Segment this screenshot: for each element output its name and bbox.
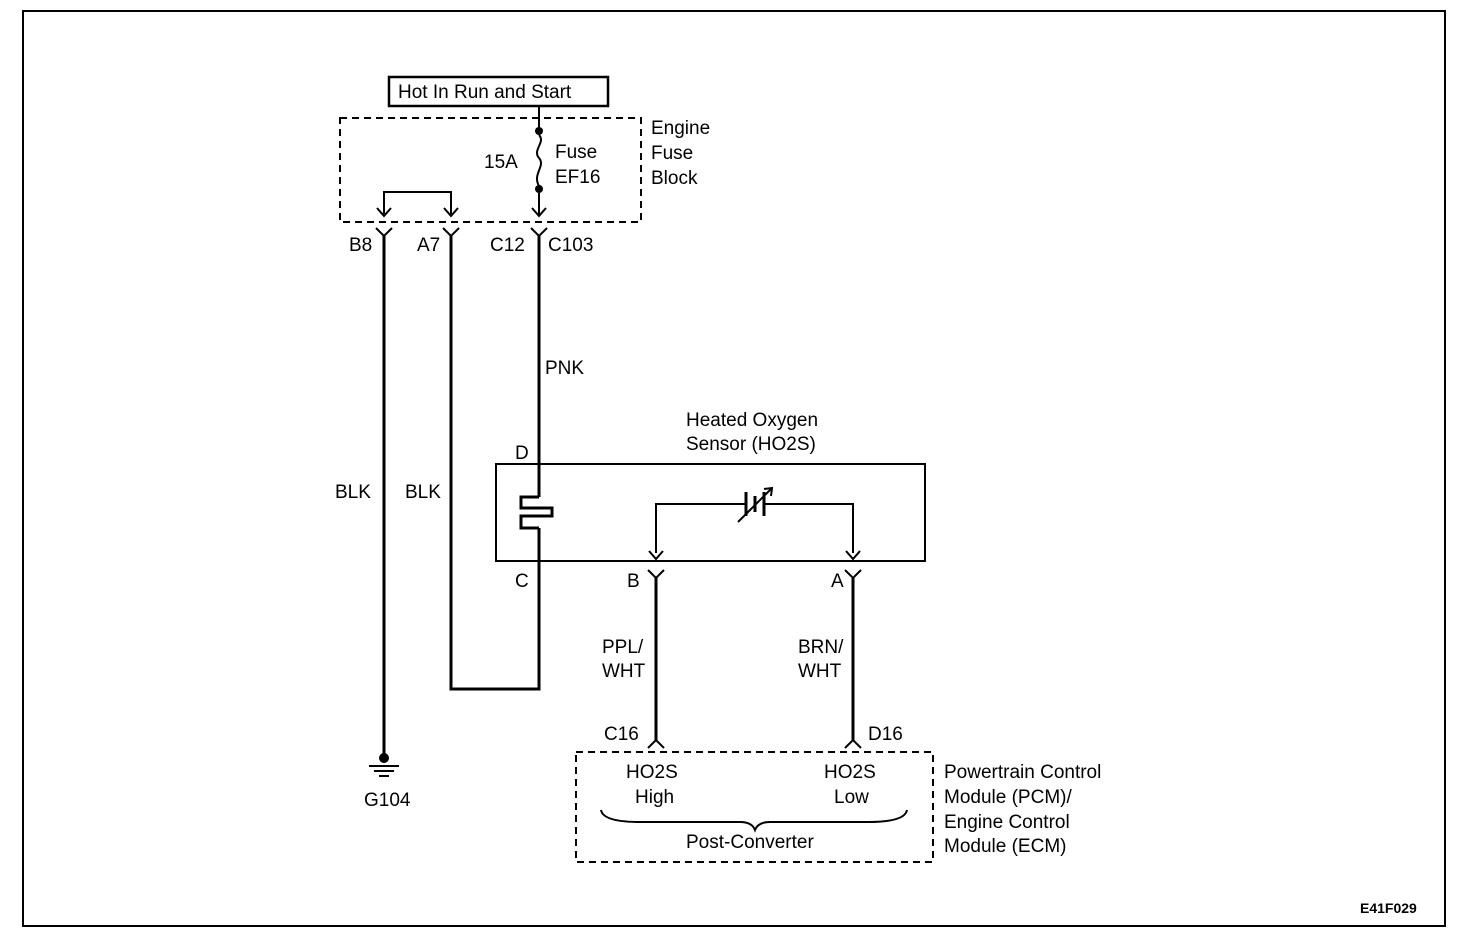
wire-color-label: BRN/ xyxy=(798,637,844,658)
heater-element-icon xyxy=(519,495,554,530)
connector-label: C xyxy=(515,571,529,592)
connector-label: B xyxy=(627,571,640,592)
connector-label: C16 xyxy=(604,724,639,745)
variable-cell-icon xyxy=(737,486,774,523)
sensor-terminal-arrows xyxy=(648,550,861,561)
module-name: Engine Control xyxy=(944,812,1070,833)
wire-color-label: PPL/ xyxy=(602,637,644,658)
fuse-block-name: Fuse xyxy=(651,143,693,164)
brace-icon xyxy=(600,809,908,833)
fuse-label: EF16 xyxy=(555,167,600,188)
figure-code: E41F029 xyxy=(1360,900,1417,916)
pcm-group-label: Post-Converter xyxy=(686,832,814,853)
power-source-box xyxy=(387,75,610,108)
ground-icon xyxy=(369,753,399,777)
connector-chevrons-pcm xyxy=(647,738,862,749)
module-name: Powertrain Control xyxy=(944,762,1101,783)
fuse-rating: 15A xyxy=(484,152,518,173)
module-name: Module (ECM) xyxy=(944,836,1066,857)
connector-label: A7 xyxy=(417,235,440,256)
power-source-label: Hot In Run and Start xyxy=(398,82,572,103)
connector-label: C12 xyxy=(490,235,525,256)
wire-color-label: PNK xyxy=(545,358,584,379)
connector-label: D xyxy=(515,443,529,464)
wire-color-label: WHT xyxy=(602,661,646,682)
sensor-name: Heated Oxygen xyxy=(686,410,818,431)
fuse-ef16 xyxy=(535,106,543,215)
wire-blk-heater-ground xyxy=(449,236,541,691)
pcm-input-label: High xyxy=(635,787,674,808)
fuse-block-jumper xyxy=(383,191,452,214)
ho2s-sensor-box xyxy=(495,463,926,562)
wire-color-label: BLK xyxy=(335,482,371,503)
pcm-input-label: HO2S xyxy=(824,762,876,783)
pcm-ecm-module xyxy=(575,751,934,863)
ground-label: G104 xyxy=(364,790,411,811)
fuse-block-name: Engine xyxy=(651,118,710,139)
diagram-frame xyxy=(22,10,1446,927)
connector-chevrons-sensor xyxy=(647,569,862,580)
connector-label: D16 xyxy=(868,724,903,745)
module-name: Module (PCM)/ xyxy=(944,787,1072,808)
sensor-name: Sensor (HO2S) xyxy=(686,434,816,455)
connector-label: B8 xyxy=(349,235,372,256)
fuse-block-name: Block xyxy=(651,168,698,189)
connector-label: A xyxy=(831,571,844,592)
wire-color-label: BLK xyxy=(405,482,441,503)
wire-color-label: WHT xyxy=(798,661,842,682)
engine-fuse-block xyxy=(339,117,642,223)
fuse-label: Fuse xyxy=(555,142,597,163)
pcm-input-label: HO2S xyxy=(626,762,678,783)
sensor-circuit xyxy=(655,503,854,553)
connector-label: C103 xyxy=(548,235,593,256)
pcm-input-label: Low xyxy=(834,787,869,808)
terminal-arrows xyxy=(376,207,547,218)
